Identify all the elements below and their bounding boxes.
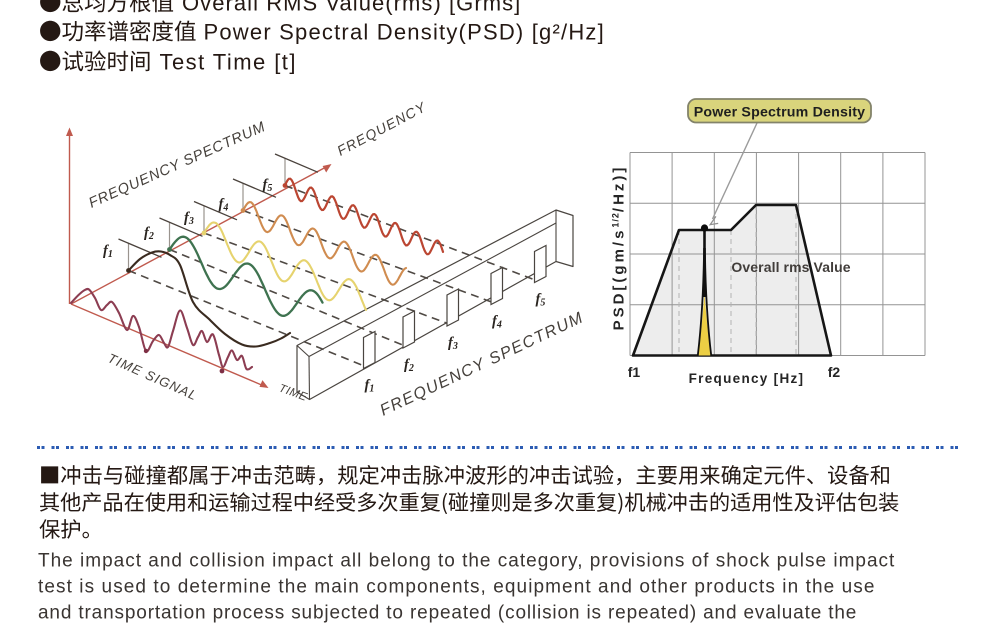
svg-text:FREQUENCY SPECTRUM: FREQUENCY SPECTRUM: [87, 119, 269, 212]
svg-text:f1: f1: [103, 243, 113, 260]
svg-text:and transportation process sub: and transportation process subjected to …: [38, 603, 857, 623]
svg-text:f5: f5: [263, 177, 273, 194]
svg-text:f2: f2: [828, 364, 841, 380]
svg-text:FREQUENCY: FREQUENCY: [334, 98, 429, 159]
svg-text:f1: f1: [365, 378, 375, 395]
svg-text:f5: f5: [536, 292, 546, 309]
svg-text:f1: f1: [628, 364, 641, 380]
svg-text:f2: f2: [404, 357, 414, 374]
svg-text:f3: f3: [448, 335, 458, 352]
svg-text:TIME SIGNAL: TIME SIGNAL: [106, 350, 200, 403]
svg-text:The impact and collision impac: The impact and collision impact all belo…: [38, 551, 895, 572]
svg-text:f4: f4: [492, 314, 502, 331]
svg-text:PSD[(gm/s1/2/Hz)]: PSD[(gm/s1/2/Hz)]: [611, 165, 628, 331]
svg-text:test is used to determine the: test is used to determine the main compo…: [38, 577, 876, 598]
svg-text:Overall RMS Value(rms) [Grms]: Overall RMS Value(rms) [Grms]: [182, 0, 521, 16]
svg-text:Power Spectral Density(PSD) [g: Power Spectral Density(PSD) [g²/Hz]: [204, 20, 605, 45]
svg-text:Test Time [t]: Test Time [t]: [160, 50, 297, 75]
svg-text:f3: f3: [184, 210, 194, 227]
svg-text:f2: f2: [144, 225, 154, 242]
svg-text:Frequency [Hz]: Frequency [Hz]: [689, 371, 805, 386]
svg-text:Power Spectrum Density: Power Spectrum Density: [694, 105, 866, 121]
svg-text:f4: f4: [219, 197, 229, 214]
svg-text:Overall rms Value: Overall rms Value: [731, 259, 850, 275]
